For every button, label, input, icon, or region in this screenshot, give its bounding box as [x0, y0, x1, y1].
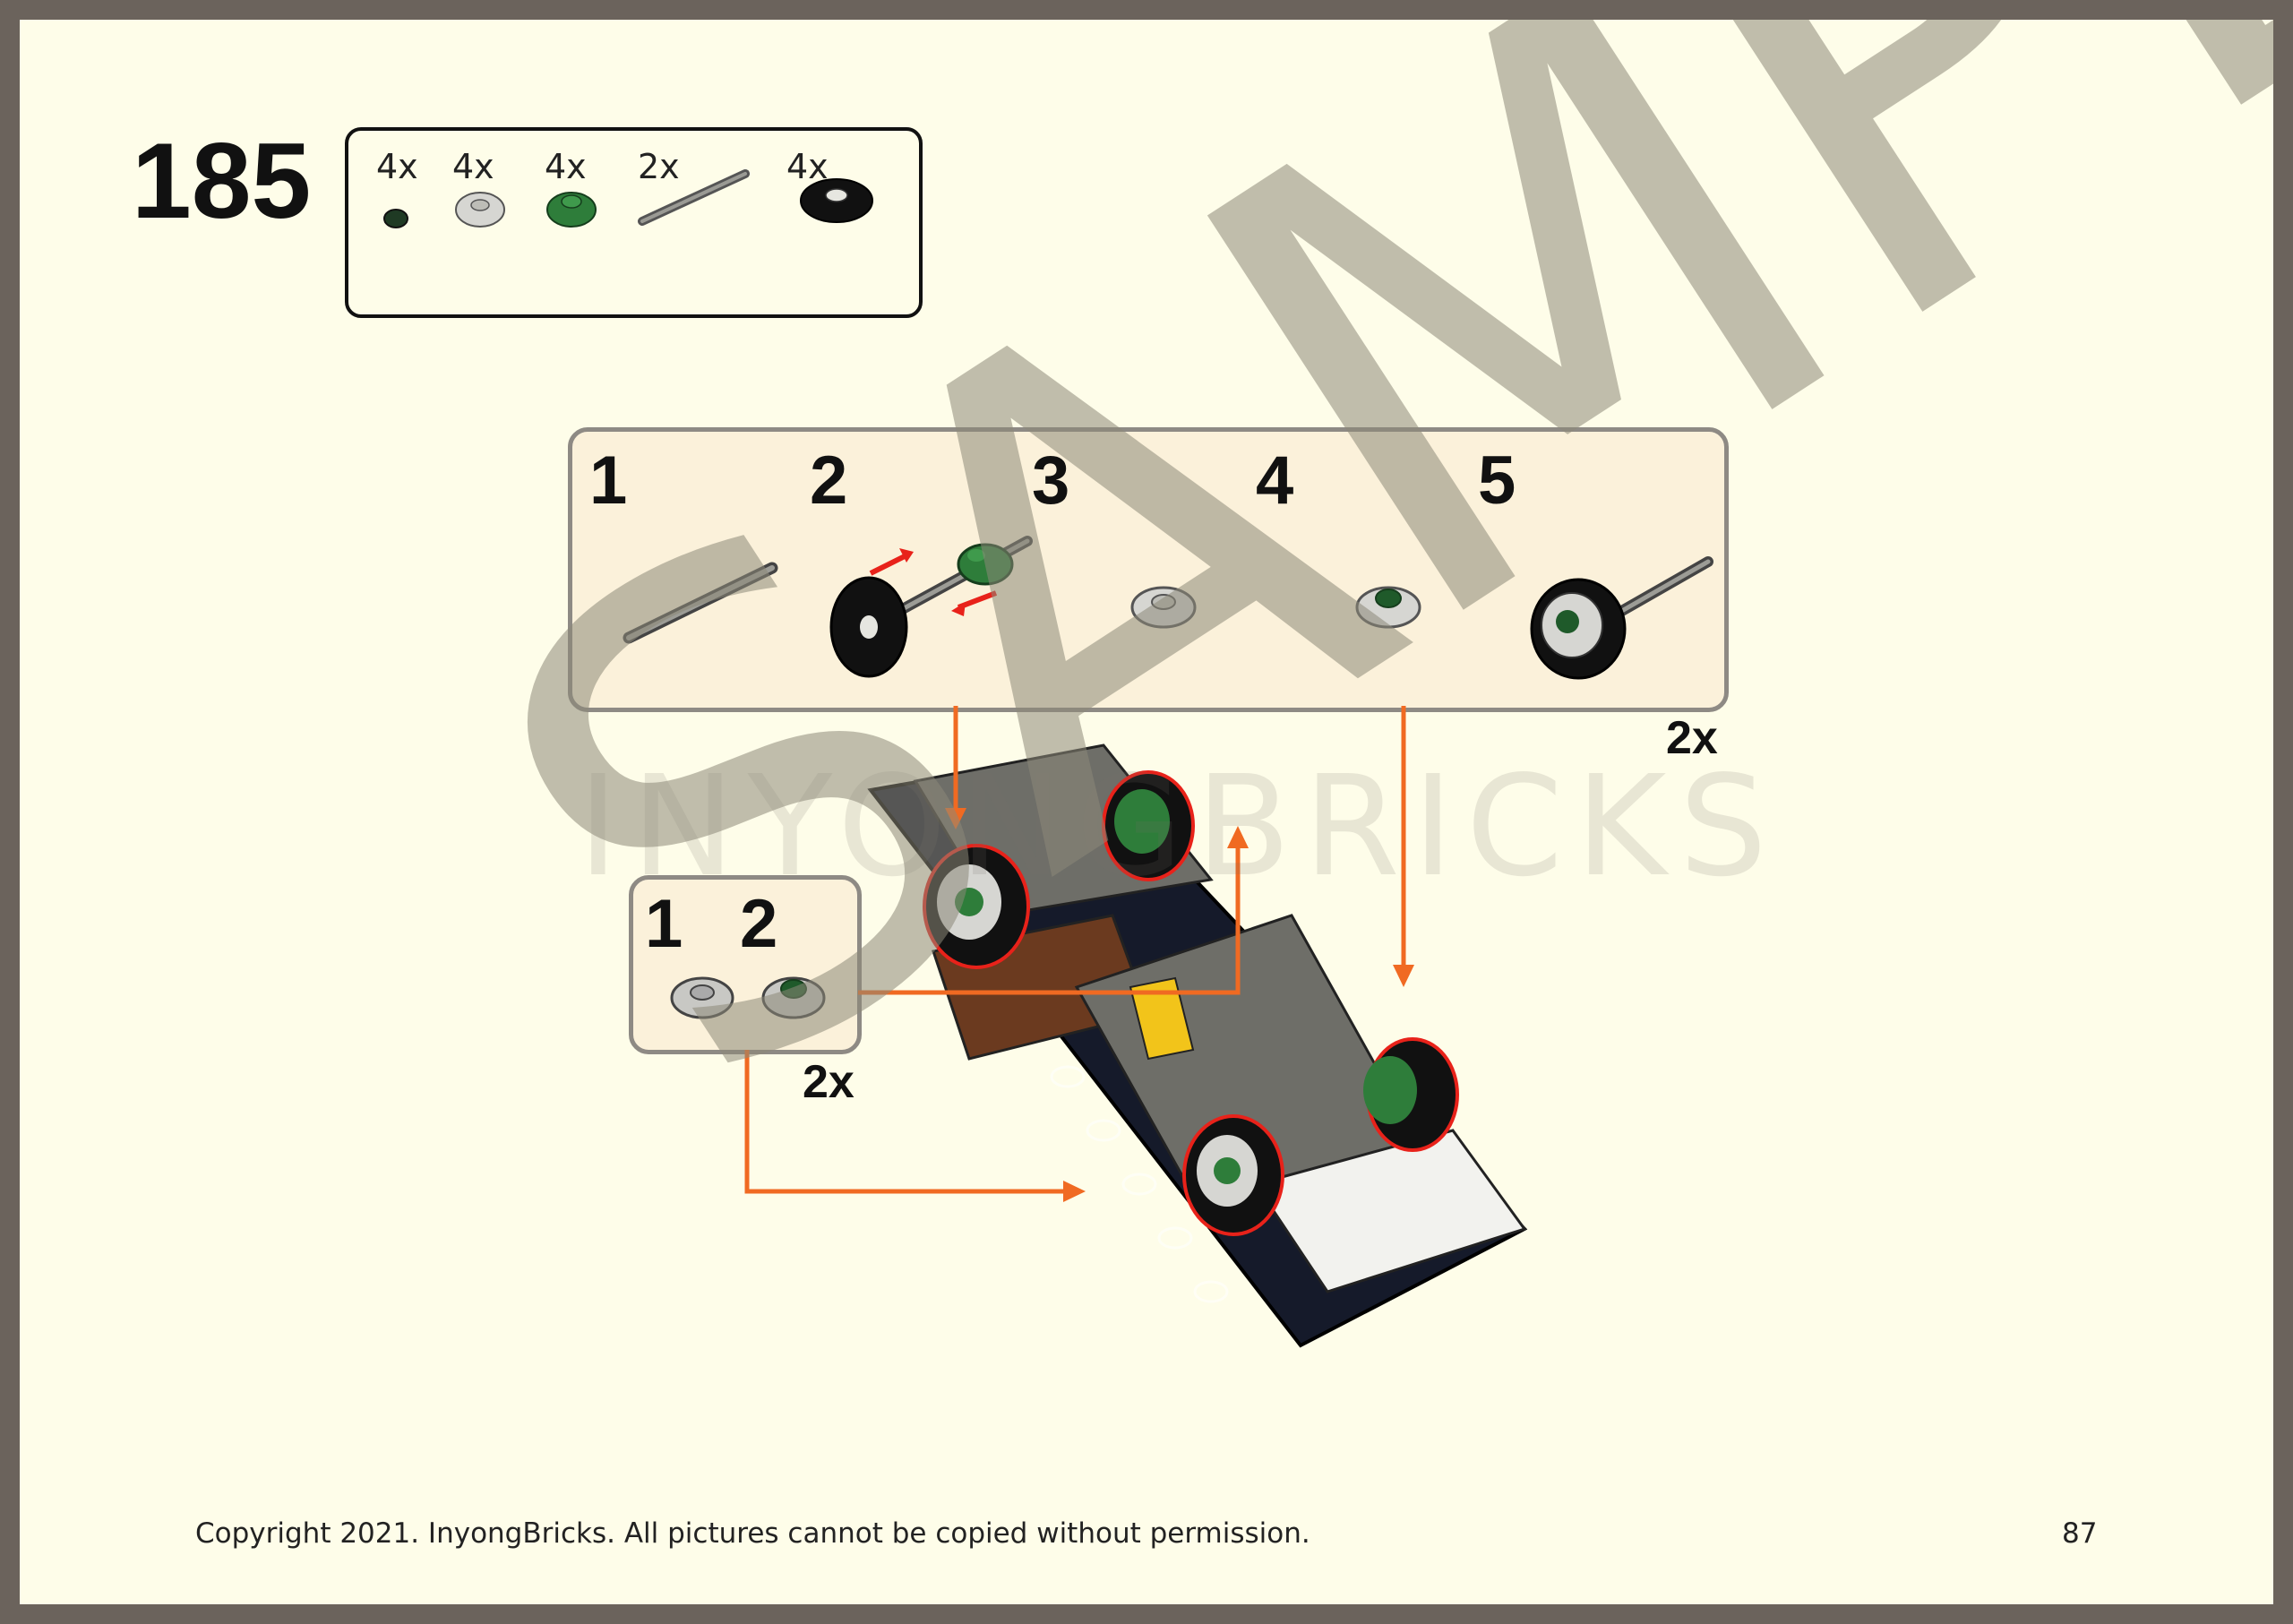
step-number: 185 [132, 121, 312, 241]
wheel-rear-left [1102, 770, 1195, 881]
part-qty-3: 4x [545, 147, 587, 186]
round-tile-2x2-light-grey-icon [455, 192, 505, 228]
motion-arrow-right-icon [899, 548, 914, 563]
sub-left-tile-icon [670, 976, 734, 1019]
copyright-footer: Copyright 2021. InyongBricks. All pictur… [195, 1517, 1310, 1550]
arrow-down-icon [945, 808, 966, 829]
part-qty-5: 4x [786, 147, 829, 186]
subassembly-top-multiplier: 2x [1666, 712, 1718, 764]
subassembly-left-box [629, 875, 862, 1054]
sub-left-tile-plate-icon [761, 976, 826, 1019]
page-number: 87 [2062, 1517, 2098, 1550]
wheel-front-right [1182, 1114, 1284, 1236]
axle-dark-grey-icon [638, 169, 750, 226]
sub-step-2: 2 [810, 443, 848, 519]
parts-list-box [345, 127, 923, 318]
sub5-tile-plate-icon [1355, 586, 1421, 629]
assembly-illustration [383, 169, 1713, 1348]
round-plate-2x2-green-icon [546, 192, 597, 228]
sub-left-step-1: 1 [645, 886, 683, 962]
arrow-right-icon [1063, 1181, 1086, 1202]
wheel-front-left [923, 844, 1030, 969]
sub-step-3: 3 [1032, 443, 1070, 519]
part-qty-2: 4x [452, 147, 494, 186]
sub6-assembled-wheel-icon [1530, 556, 1713, 680]
callout-arrows [744, 706, 1406, 1194]
sub-left-step-2: 2 [740, 886, 778, 962]
train-chassis-illustration [867, 743, 1528, 1348]
subassembly-left-multiplier: 2x [803, 1056, 855, 1108]
arrow-down-icon [1393, 965, 1414, 987]
wheel-rear-right [1363, 1037, 1459, 1152]
sub2-wheel-axle-icon [829, 536, 1033, 678]
round-plate-1x1-dark-green-icon [383, 209, 408, 228]
sub4-round-tile-icon [1130, 586, 1197, 629]
arrow-up-icon [1227, 826, 1249, 848]
part-qty-1: 4x [376, 147, 418, 186]
instruction-page: 185 4x 4x 4x 2x 4x 1 2 3 4 5 2x 1 2 2x [20, 20, 2273, 1604]
motion-arrow-left-icon [951, 602, 966, 616]
sub1-axle-icon [623, 562, 778, 644]
sub-step-5: 5 [1478, 443, 1516, 519]
part-qty-4: 2x [638, 147, 680, 186]
sub-step-4: 4 [1256, 443, 1294, 519]
sub-step-1: 1 [589, 443, 628, 519]
brand-watermark: INYONGBRICKS [578, 745, 1780, 907]
train-wheel-black-icon [800, 178, 873, 223]
